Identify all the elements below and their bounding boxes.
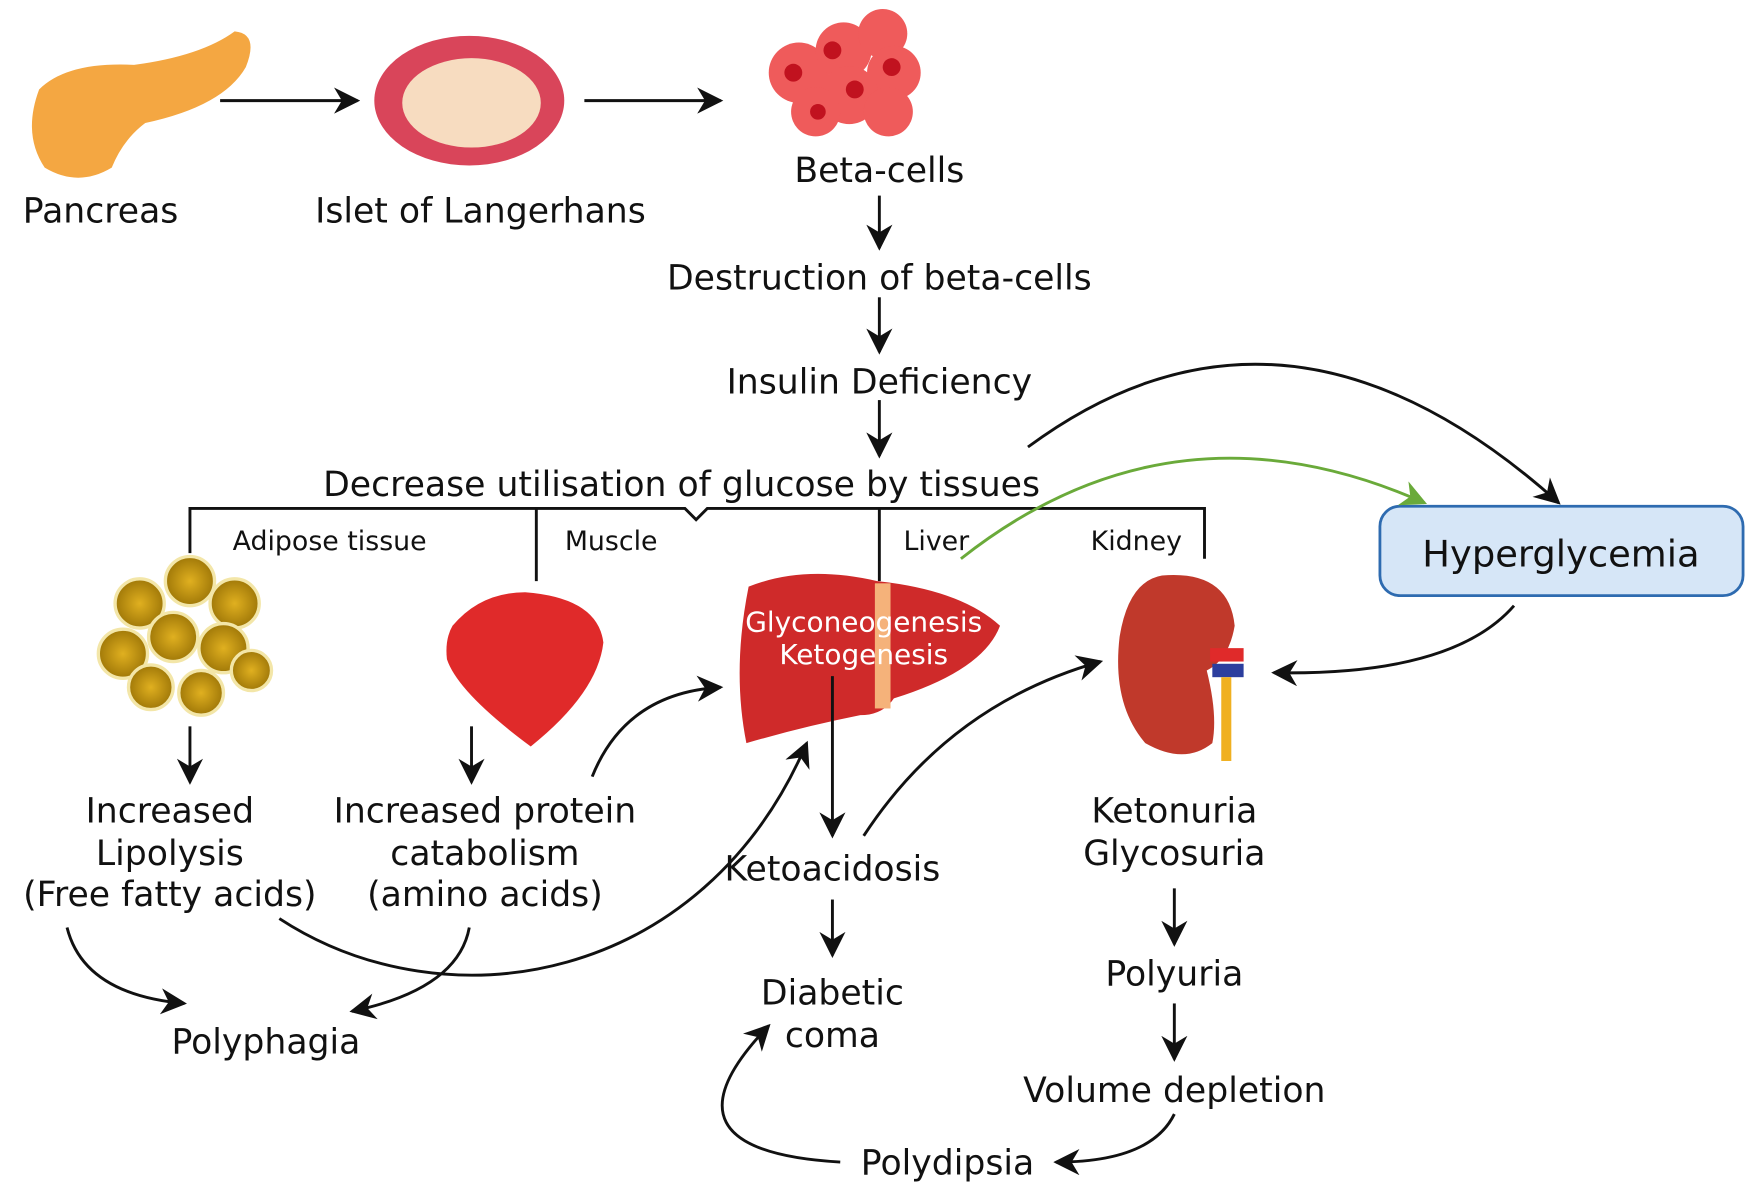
islet-illustration [374,35,565,166]
muscle-label: Muscle [565,526,658,557]
kidney-label: Kidney [1091,526,1182,557]
lipolysis-line3: (Free fatty acids) [23,875,316,915]
hyperglycemia-box [1378,504,1745,598]
lipolysis-line1: Increased [86,791,255,831]
volume-depletion-label: Volume depletion [1023,1071,1325,1111]
ketonuria-label: Ketonuria [1091,791,1257,831]
beta-cells-label: Beta-cells [794,151,964,191]
protein-line3: (amino acids) [367,875,603,915]
kidney-illustration [1118,574,1244,761]
protein-line2: catabolism [390,834,579,874]
diabetic-coma-line2: coma [785,1016,880,1056]
liver-illustration [739,573,1001,744]
arrow [1053,1113,1176,1176]
muscle-illustration [446,592,604,747]
polydipsia-label: Polydipsia [861,1143,1034,1183]
arrow [278,740,810,977]
protein-line1: Increased protein [334,791,637,831]
arrow [349,927,471,1020]
arrow [590,675,724,778]
islet-label: Islet of Langerhans [315,191,646,231]
pancreas-illustration [31,31,251,178]
polyuria-label: Polyuria [1105,955,1243,995]
adipose-label: Adipose tissue [233,526,427,557]
beta-cells-illustration [768,9,921,137]
polyphagia-label: Polyphagia [171,1023,360,1063]
decrease-utilisation-label: Decrease utilisation of glucose by tissu… [323,465,1040,505]
arrow [862,655,1104,837]
arrow [1271,604,1516,687]
insulin-deficiency-label: Insulin Deficiency [727,362,1033,402]
lipolysis-line2: Lipolysis [96,834,244,874]
glyconeogenesis-label: Glyconeogenesis [745,605,982,638]
green-arrow [960,456,1428,560]
tissue-bracket [188,507,1206,582]
hyperglycemia-label: Hyperglycemia [1422,533,1699,576]
pancreas-label: Pancreas [23,191,179,231]
adipose-illustration [96,554,274,717]
ketogenesis-label: Ketogenesis [779,638,948,671]
liver-label: Liver [903,526,970,557]
glycosuria-label: Glycosuria [1083,834,1265,874]
ketoacidosis-label: Ketoacidosis [725,850,941,890]
diabetic-coma-line1: Diabetic [761,974,904,1014]
destruction-label: Destruction of beta-cells [667,258,1092,298]
arrow [1027,362,1561,505]
arrow [65,927,187,1015]
arrow [720,1023,841,1164]
